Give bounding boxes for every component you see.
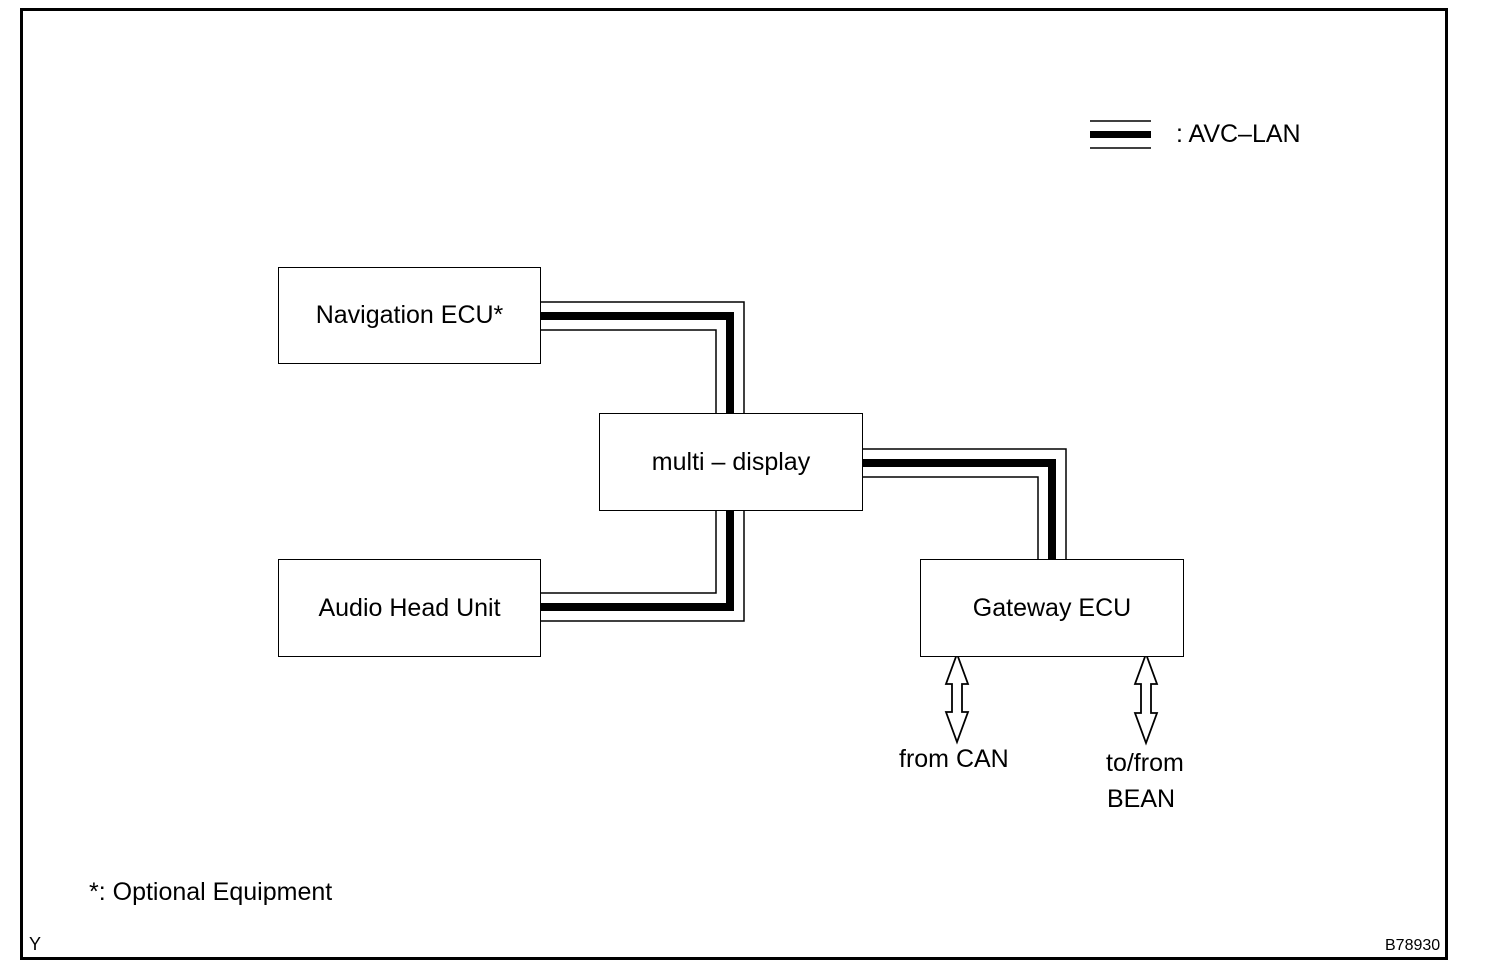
optional-equipment-footnote: *: Optional Equipment: [89, 878, 333, 906]
multi-display-label: multi – display: [651, 447, 811, 476]
corner-code-left: Y: [29, 934, 42, 954]
legend-label: : AVC–LAN: [1176, 120, 1301, 148]
avc-lan-display-to-gateway: [862, 448, 1067, 560]
to-from-label: to/from: [1106, 749, 1184, 777]
multi-display-box: multi – display: [599, 413, 863, 511]
gateway-ecu-box: Gateway ECU: [920, 559, 1184, 657]
can-double-arrow: [944, 651, 970, 745]
audio-head-unit-label: Audio Head Unit: [318, 593, 501, 622]
from-can-label: from CAN: [899, 745, 1009, 773]
audio-head-unit-box: Audio Head Unit: [278, 559, 541, 657]
avc-lan-nav-to-display: [540, 301, 745, 413]
diagram-frame: [20, 8, 1448, 960]
navigation-ecu-label: Navigation ECU*: [315, 301, 504, 329]
avc-lan-display-to-audio: [540, 510, 745, 622]
gateway-ecu-label: Gateway ECU: [972, 593, 1132, 622]
figure-id: B78930: [1385, 937, 1441, 954]
bean-double-arrow: [1133, 651, 1159, 746]
legend-avc-lan-symbol: [1090, 120, 1151, 149]
navigation-ecu-box: Navigation ECU*: [278, 267, 541, 364]
bean-label: BEAN: [1107, 785, 1176, 813]
